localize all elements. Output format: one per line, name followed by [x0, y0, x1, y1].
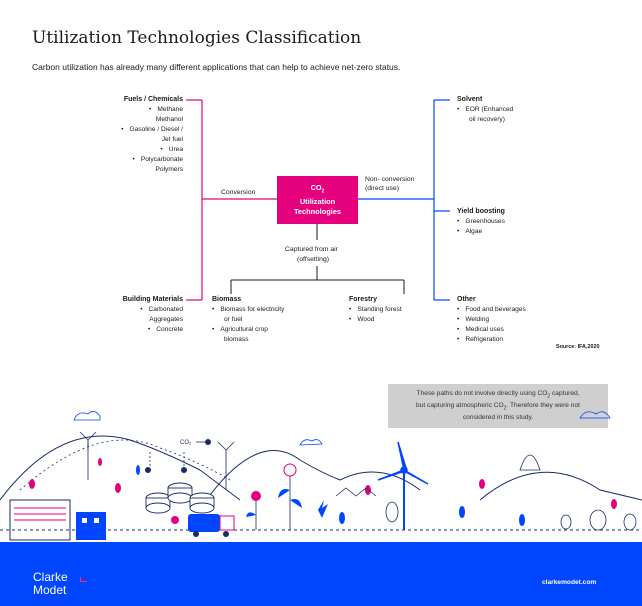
biomass-list: •Biomass for electricity or fuel •Agricu… [212, 305, 284, 345]
list-item: •Methane [149, 106, 183, 113]
building-materials-group: Building Materials •Carbonated Aggregate… [90, 296, 183, 335]
wind-turbine-icon [217, 441, 235, 490]
tree-outline-icons [385, 501, 637, 531]
plant-icon [171, 516, 179, 524]
list-item: Algae [457, 227, 505, 237]
building-icon [76, 512, 106, 540]
list-item: •Concrete [147, 326, 183, 333]
lightning-icon [318, 500, 328, 518]
fuels-heading: Fuels / Chemicals [123, 96, 183, 103]
source-note: Source: IFA,2020 [556, 344, 600, 350]
biomass-group: Biomass •Biomass for electricity or fuel… [212, 296, 284, 345]
hill-right [479, 471, 642, 501]
logo-line1: Clarke [33, 570, 68, 584]
solvent-group: Solvent •EOR (Enhanced oil recovery) [457, 96, 513, 125]
carbon-capture-icon [145, 482, 215, 514]
list-item: Refrigeration [457, 335, 526, 345]
center-co2: CO [310, 183, 322, 193]
forestry-group: Forestry Standing forest Wood [349, 296, 402, 325]
mountain-icon [519, 454, 541, 471]
solvent-heading: Solvent [457, 96, 483, 103]
list-item: Welding [457, 315, 526, 325]
list-item: Polymers [155, 166, 183, 173]
other-heading: Other [457, 296, 476, 303]
fence-icon [335, 487, 377, 497]
logo-mark-icon [80, 577, 87, 582]
truck-icon [188, 514, 235, 537]
yield-list: Greenhouses Algae [457, 217, 505, 237]
yield-boosting-group: Yield boosting Greenhouses Algae [457, 208, 505, 237]
large-wind-turbine-icon [377, 441, 429, 530]
list-item: Food and beverages [457, 305, 526, 315]
flower-icon [246, 491, 261, 530]
list-item: Wood [349, 315, 402, 325]
cloud-icon [579, 411, 611, 419]
list-item: •Polycarbonate [132, 156, 183, 163]
captured-from-air-label: Captured from air [285, 246, 338, 253]
clarke-modet-logo: Clarke Modet [33, 571, 68, 597]
website-link[interactable]: clarkemodet.com [542, 579, 597, 586]
conversion-label: Conversion [221, 189, 256, 196]
co2-illustration-label: CO₂ [180, 440, 192, 446]
tree-blue-icons [136, 465, 525, 526]
note-line3: considered in this study. [462, 414, 534, 422]
list-item: •Gasoline / Diesel / [121, 126, 183, 133]
list-item: Medical uses [457, 325, 526, 335]
page-title: Utilization Technologies Classification [32, 28, 362, 48]
note-line1: These paths do not involve directly usin… [416, 389, 548, 397]
list-item: •Carbonated [140, 306, 183, 313]
hill-left [0, 435, 241, 501]
list-item: •Urea [160, 146, 183, 153]
list-item: oil recovery) [469, 116, 505, 123]
logo-line2: Modet [33, 583, 67, 597]
list-item: •Biomass for electricity [212, 306, 285, 313]
center-line3: Technologies [293, 206, 342, 216]
yield-heading: Yield boosting [457, 208, 505, 215]
list-item: Greenhouses [457, 217, 505, 227]
note-line2: but capturing atmospheric CO [416, 402, 504, 409]
flower-icon [278, 463, 302, 530]
fuels-chemicals-group: Fuels / Chemicals •Methane Methanol •Gas… [90, 96, 183, 175]
hill-center [209, 450, 421, 496]
cloud-icon [73, 411, 101, 421]
note-sub1: 2 [547, 393, 551, 399]
list-item: or fuel [224, 316, 243, 323]
page-subtitle: Carbon utilization has already many diff… [32, 62, 401, 72]
cloud-icon [299, 439, 323, 446]
list-item: Methanol [155, 116, 183, 123]
list-item: •EOR (Enhanced [457, 106, 514, 113]
list-item: biomass [224, 336, 249, 343]
note-sub2: 2 [503, 405, 507, 412]
building-list: •Carbonated Aggregates •Concrete [90, 305, 183, 335]
center-co2-sub: 2 [321, 188, 325, 195]
wind-turbine-icon [79, 431, 97, 480]
tree-icons [29, 458, 617, 509]
offsetting-label: (offsetting) [297, 256, 329, 263]
fuels-list: •Methane Methanol •Gasoline / Diesel / J… [90, 105, 183, 175]
list-item: •Agricultural crop [212, 326, 268, 333]
list-item: Standing forest [349, 305, 401, 315]
other-list: Food and beverages Welding Medical uses … [457, 305, 526, 345]
center-line2: Utilization [299, 196, 336, 206]
building-heading: Building Materials [122, 296, 183, 303]
factory-icon [9, 499, 71, 541]
biomass-heading: Biomass [212, 296, 242, 303]
forestry-list: Standing forest Wood [349, 305, 402, 325]
other-group: Other Food and beverages Welding Medical… [457, 296, 526, 345]
non-conversion-label: Non- conversion [365, 176, 415, 183]
list-item: Jet fuel [161, 136, 183, 143]
note-line2b: . Therefore they were not [506, 402, 580, 409]
note-box: These paths do not involve directly usin… [388, 384, 608, 428]
solvent-list: •EOR (Enhanced oil recovery) [457, 105, 513, 125]
hill-dotted [19, 439, 231, 491]
note-line1b: captured, [550, 389, 580, 397]
list-item: Aggregates [149, 316, 183, 323]
footer-bar [0, 542, 642, 606]
direct-use-label: (direct use) [365, 185, 399, 192]
forestry-heading: Forestry [349, 296, 378, 303]
co2-utilization-box: CO2 Utilization Technologies [277, 176, 358, 224]
